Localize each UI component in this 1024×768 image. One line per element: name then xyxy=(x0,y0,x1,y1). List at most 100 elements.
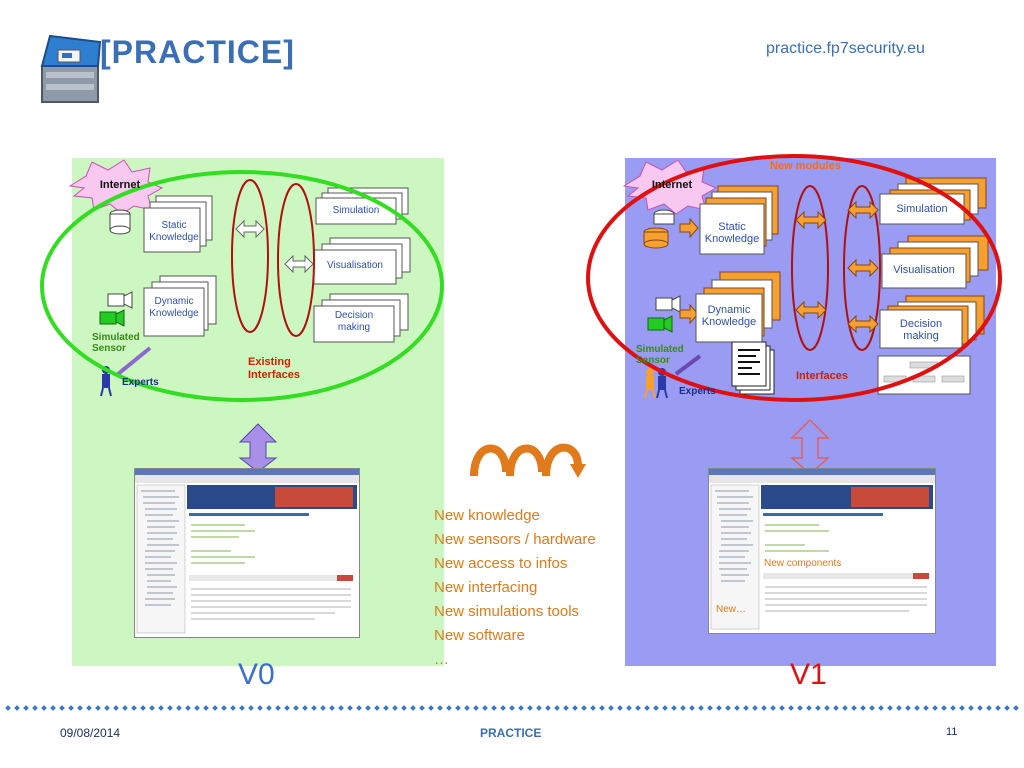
v1-expert-arrow-icon xyxy=(674,354,702,376)
footer-dot xyxy=(95,705,101,711)
footer-dot xyxy=(617,705,623,711)
v1-interface-arrow-icon xyxy=(847,258,879,278)
footer-dot xyxy=(842,705,848,711)
footer-dot xyxy=(923,705,929,711)
footer-dot xyxy=(734,705,740,711)
footer-dot xyxy=(824,705,830,711)
v1-interface-arrow-icon xyxy=(795,210,827,230)
footer-dot xyxy=(455,705,461,711)
footer-dot xyxy=(167,705,173,711)
change-item: New knowledge xyxy=(434,507,540,524)
footer-dot xyxy=(968,705,974,711)
footer-dot xyxy=(590,705,596,711)
footer-dot xyxy=(662,705,668,711)
v1-new-components-label: New components xyxy=(764,558,842,569)
v1-vertical-arrow-icon xyxy=(790,418,830,476)
footer-dot xyxy=(401,705,407,711)
footer-dot xyxy=(815,705,821,711)
v0-version-label: V0 xyxy=(238,658,275,691)
footer-dot xyxy=(608,705,614,711)
footer-dot xyxy=(464,705,470,711)
v0-internet-label: Internet xyxy=(99,179,141,191)
v1-internet-label: Internet xyxy=(651,179,693,191)
v0-experts-label: Experts xyxy=(122,377,159,388)
footer-dot xyxy=(995,705,1001,711)
v1-red-ellipse xyxy=(586,154,1002,402)
footer-dot xyxy=(347,705,353,711)
footer-dot xyxy=(194,705,200,711)
footer-dot xyxy=(122,705,128,711)
v1-database-icon xyxy=(643,209,675,249)
footer-dot xyxy=(752,705,758,711)
v0-interface-arrow-icon xyxy=(284,254,314,274)
footer-dot xyxy=(1013,705,1019,711)
footer-dot xyxy=(527,705,533,711)
footer-dot xyxy=(572,705,578,711)
footer-dot xyxy=(770,705,776,711)
footer-dot xyxy=(41,705,47,711)
footer-dot xyxy=(635,705,641,711)
footer-dot xyxy=(707,705,713,711)
v0-expert-arrow-icon xyxy=(116,346,152,376)
footer-center-title: PRACTICE xyxy=(480,726,542,740)
site-url[interactable]: practice.fp7security.eu xyxy=(766,40,925,57)
footer-dot xyxy=(338,705,344,711)
change-item: … xyxy=(434,651,449,668)
logo-title: [PRACTICE] xyxy=(100,34,295,70)
footer-dot xyxy=(680,705,686,711)
footer-dot xyxy=(266,705,272,711)
footer-dot xyxy=(761,705,767,711)
footer-dot xyxy=(599,705,605,711)
footer-dot xyxy=(77,705,83,711)
v1-new-more-label: New… xyxy=(716,604,747,615)
footer-dot xyxy=(14,705,20,711)
footer-dot xyxy=(257,705,263,711)
footer-dot xyxy=(383,705,389,711)
change-item: New software xyxy=(434,627,525,644)
v1-interface-arrow-icon xyxy=(847,200,879,220)
footer-dot xyxy=(788,705,794,711)
v0-internet-burst-icon xyxy=(68,159,164,215)
footer-dot xyxy=(500,705,506,711)
footer-dot xyxy=(32,705,38,711)
footer-dot xyxy=(293,705,299,711)
v1-app-screenshot xyxy=(708,468,936,634)
footer-dot xyxy=(320,705,326,711)
toolbox-logo-icon xyxy=(36,32,102,108)
footer-dot xyxy=(977,705,983,711)
footer-dot xyxy=(221,705,227,711)
center-loop-arrows-icon xyxy=(470,443,586,478)
footer-dot xyxy=(671,705,677,711)
footer-dot xyxy=(725,705,731,711)
footer-dot xyxy=(392,705,398,711)
footer-dot xyxy=(149,705,155,711)
v0-app-screenshot xyxy=(134,468,360,638)
v1-org-chart-icon xyxy=(877,355,971,395)
v1-interface-arrow-icon xyxy=(795,300,827,320)
footer-dot xyxy=(896,705,902,711)
footer-dot xyxy=(158,705,164,711)
footer-dot xyxy=(833,705,839,711)
change-item: New sensors / hardware xyxy=(434,531,596,548)
v1-visualisation-label: Visualisation xyxy=(893,264,955,276)
footer-dot xyxy=(509,705,515,711)
footer-dot xyxy=(689,705,695,711)
footer-dot xyxy=(1004,705,1010,711)
footer-dot xyxy=(950,705,956,711)
footer-dot xyxy=(248,705,254,711)
footer-dot xyxy=(419,705,425,711)
v0-green-ellipse xyxy=(40,170,444,402)
footer-dot xyxy=(581,705,587,711)
footer-dot xyxy=(365,705,371,711)
footer-dot xyxy=(905,705,911,711)
footer-dot xyxy=(887,705,893,711)
footer-dot xyxy=(743,705,749,711)
footer-dot xyxy=(518,705,524,711)
footer-dot xyxy=(302,705,308,711)
footer-dot xyxy=(374,705,380,711)
